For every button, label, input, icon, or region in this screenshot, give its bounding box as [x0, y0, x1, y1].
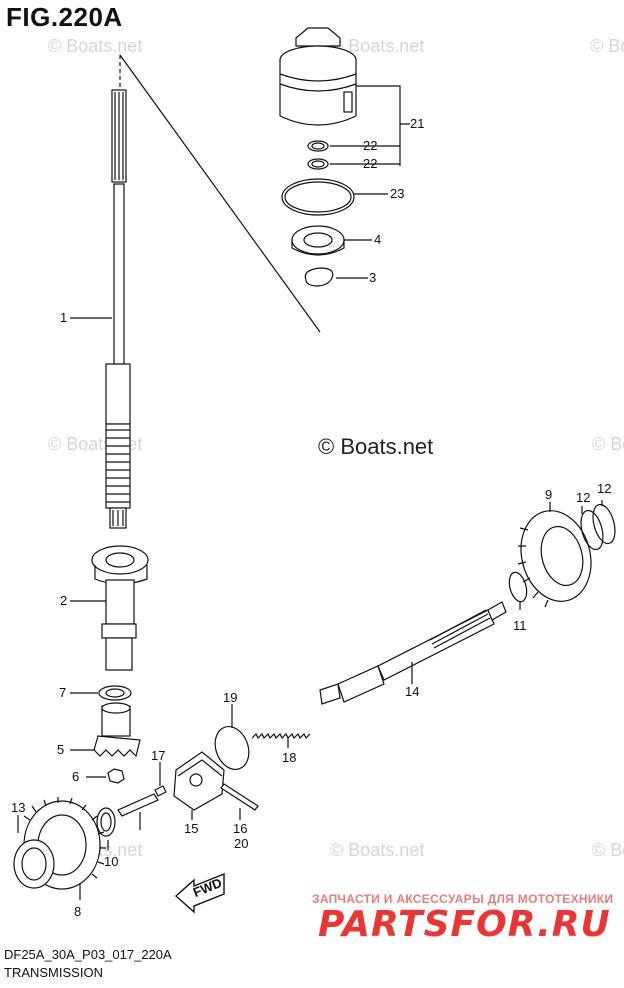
reverse-shim: [508, 571, 528, 603]
callout-23: 23: [390, 186, 404, 201]
callout-8: 8: [74, 904, 81, 919]
callout-7: 7: [59, 685, 66, 700]
push-rod: [117, 793, 159, 817]
watermark: © Boats.net: [592, 840, 624, 860]
callout-2: 2: [60, 593, 67, 608]
watermark: © Boats.net: [48, 36, 143, 56]
figure-title: FIG.220A: [6, 2, 123, 32]
propeller-shaft: [319, 601, 507, 705]
callout-13: 13: [11, 800, 25, 815]
callout-22: 22: [363, 138, 377, 153]
bearing-housing: [279, 27, 357, 126]
callout-5: 5: [57, 742, 64, 757]
shaft-sleeve: [91, 545, 149, 671]
callout-11: 11: [513, 618, 527, 633]
leader-21-22: [330, 85, 410, 166]
callout-12: 12: [597, 481, 611, 496]
shim-12b: [592, 503, 616, 545]
shim: [96, 807, 116, 837]
fwd-arrow: FWD: [174, 872, 225, 914]
callout-20: 20: [234, 836, 248, 851]
callout-9: 9: [545, 487, 552, 502]
callout-10: 10: [104, 854, 118, 869]
callout-16: 16: [233, 821, 247, 836]
nut: [107, 768, 125, 784]
drive-shaft: [105, 89, 131, 529]
circlip: [304, 267, 334, 287]
callout-17: 17: [151, 748, 165, 763]
watermark: © Boats.net: [590, 36, 624, 56]
watermark: © Boats.net: [330, 840, 425, 860]
callout-15: 15: [184, 821, 198, 836]
callout-3: 3: [369, 270, 376, 285]
callout-1: 1: [60, 310, 67, 325]
drawing-code: DF25A_30A_P03_017_220A: [4, 947, 172, 962]
callout-22: 22: [363, 156, 377, 171]
callout-14: 14: [405, 684, 419, 699]
watermark: © Boats.net: [330, 36, 425, 56]
ball-bearing: [291, 225, 345, 256]
washer: [98, 685, 132, 701]
shim-12a: [580, 509, 604, 551]
callout-18: 18: [282, 750, 296, 765]
o-ring: [307, 158, 329, 170]
copyright-notice: © Boats.net: [318, 434, 434, 459]
pinion-gear: [93, 702, 141, 758]
guide-line: [119, 54, 321, 333]
reverse-gear: [517, 510, 592, 608]
callout-6: 6: [72, 769, 79, 784]
clutch-dog: [173, 751, 225, 811]
o-ring: [307, 140, 329, 152]
brand-subtitle: ЗАПЧАСТИ И АКСЕССУАРЫ ДЛЯ МОТОТЕХНИКИ: [312, 892, 614, 906]
callout-21: 21: [410, 116, 424, 131]
callout-4: 4: [374, 232, 381, 247]
forward-gear: [13, 797, 106, 890]
large-o-ring: [281, 178, 355, 216]
drawing-title: TRANSMISSION: [4, 965, 103, 980]
callout-12: 12: [576, 490, 590, 505]
cross-pin: [220, 783, 259, 811]
spring: [251, 732, 311, 740]
callout-19: 19: [223, 690, 237, 705]
spring-ring: [214, 726, 250, 770]
brand-logo[interactable]: PARTSFOR.RU: [318, 904, 611, 945]
pin: [154, 785, 167, 797]
watermark: © Boats.net: [592, 434, 624, 454]
washer-hole: [105, 688, 125, 698]
